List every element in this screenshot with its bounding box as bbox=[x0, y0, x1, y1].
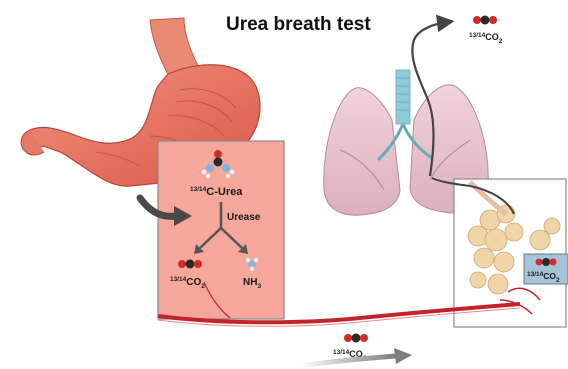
co2-molecule-icon bbox=[178, 260, 202, 269]
urease-label: Urease bbox=[227, 212, 261, 223]
co2-molecule-icon bbox=[344, 334, 368, 343]
co2-molecule-icon bbox=[536, 258, 557, 266]
reaction-box bbox=[158, 141, 284, 319]
diagram-title: Urea breath test bbox=[226, 14, 371, 35]
co2-label-top: 13/14CO2 bbox=[469, 32, 503, 45]
co2-molecule-icon bbox=[473, 16, 497, 25]
